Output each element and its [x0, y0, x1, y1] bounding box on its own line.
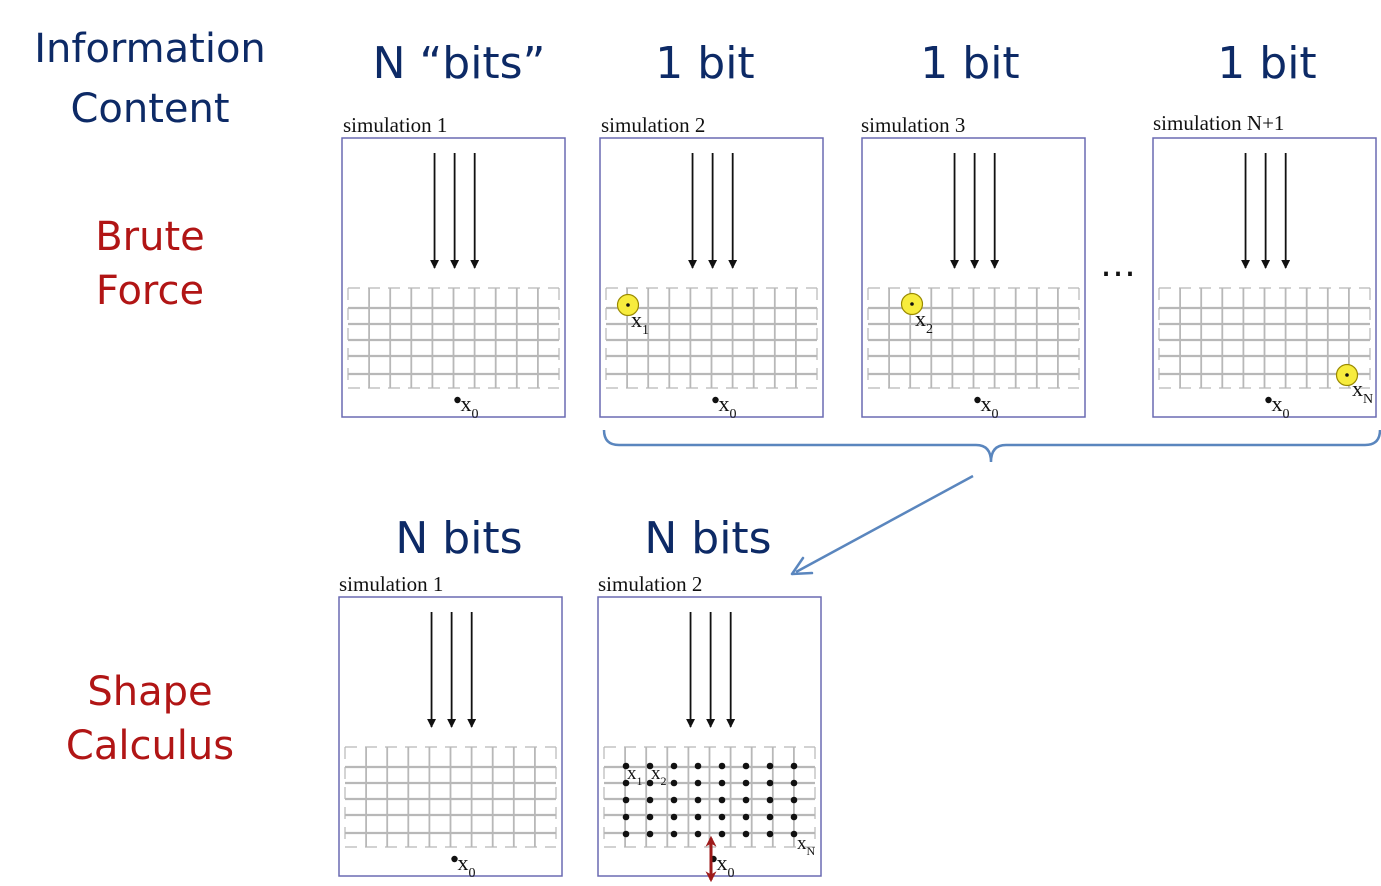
heading-shape-simulation-2: N bits — [644, 513, 771, 564]
heading-simulation-2: 1 bit — [655, 38, 754, 89]
probe-point — [670, 779, 678, 787]
probe-point — [646, 830, 654, 838]
curly-brace-icon — [602, 429, 1381, 463]
probe-point — [694, 796, 702, 804]
simulation-title: simulation 1 — [339, 572, 443, 596]
shape-calculus-label-line-1: Shape — [87, 669, 212, 715]
probe-point — [670, 830, 678, 838]
ellipsis-icon: … — [1100, 244, 1136, 285]
probe-point — [790, 830, 798, 838]
header-line-2: Content — [70, 86, 229, 132]
probe-point — [694, 813, 702, 821]
probe-point — [766, 796, 774, 804]
observer-point — [712, 396, 719, 404]
probe-point — [622, 813, 630, 821]
observer-point — [1265, 396, 1272, 404]
probe-label: xN — [797, 833, 816, 858]
probe-point — [646, 813, 654, 821]
probe-point — [694, 830, 702, 838]
probe-point — [622, 762, 630, 770]
observer-label: x0 — [981, 391, 999, 422]
probe-point — [790, 796, 798, 804]
simulation-title: simulation 3 — [861, 113, 965, 137]
observer-label: x0 — [719, 391, 737, 422]
probe-center — [626, 303, 630, 307]
probe-point — [742, 796, 750, 804]
probe-label: x2 — [915, 306, 933, 337]
shape-calculus-label-line-2: Calculus — [66, 723, 234, 769]
probe-label: x1 — [627, 763, 643, 788]
probe-label: xN — [1352, 376, 1373, 407]
probe-point — [670, 762, 678, 770]
probe-point — [766, 779, 774, 787]
probe-point — [694, 779, 702, 787]
simulation-panel: x0 — [338, 596, 563, 881]
heading-simulation-3: 1 bit — [920, 38, 1019, 89]
probe-point — [790, 813, 798, 821]
probe-center — [1345, 373, 1349, 377]
probe-point — [742, 830, 750, 838]
grid — [1158, 287, 1371, 389]
heading-shape-simulation-1: N bits — [395, 513, 522, 564]
probe-point — [718, 779, 726, 787]
probe-point — [718, 762, 726, 770]
diagonal-arrow-icon — [795, 474, 974, 574]
simulation-panel: x0 x1 — [599, 137, 824, 422]
probe-point — [694, 762, 702, 770]
simulation-panel: x0 xN — [1152, 137, 1377, 422]
probe-center — [910, 302, 914, 306]
probe-point — [646, 762, 654, 770]
simulation-title: simulation 2 — [598, 572, 702, 596]
probe-point — [766, 813, 774, 821]
probe-point — [718, 830, 726, 838]
probe-point — [718, 813, 726, 821]
probe-point — [790, 762, 798, 770]
probe-point — [742, 779, 750, 787]
brute-force-label-line-2: Force — [96, 268, 204, 314]
probe-label: x1 — [631, 307, 649, 338]
grid — [344, 746, 557, 848]
probe-point — [766, 830, 774, 838]
probe-point — [670, 813, 678, 821]
simulation-title: simulation 2 — [601, 113, 705, 137]
grid — [867, 287, 1080, 389]
brute-force-label-line-1: Brute — [95, 214, 205, 260]
probe-point — [622, 830, 630, 838]
header-line-1: Information — [34, 26, 266, 72]
probe-point — [718, 796, 726, 804]
probe-point — [742, 762, 750, 770]
probe-point — [670, 796, 678, 804]
simulation-title: simulation 1 — [343, 113, 447, 137]
probe-point — [646, 796, 654, 804]
observer-point — [974, 396, 981, 404]
simulation-panel: x0 — [341, 137, 566, 422]
observer-label: x0 — [461, 391, 479, 422]
observer-point — [454, 396, 461, 404]
diagonal-arrow-head — [790, 556, 814, 576]
probe-point — [766, 762, 774, 770]
heading-simulation-1: N “bits” — [373, 38, 546, 89]
probe-point — [622, 796, 630, 804]
probe-point — [622, 779, 630, 787]
probe-point — [790, 779, 798, 787]
probe-point — [646, 779, 654, 787]
observer-point — [451, 855, 458, 863]
observer-label: x0 — [1272, 391, 1290, 422]
observer-label: x0 — [717, 850, 735, 881]
simulation-panel: x0 x1 x2 xN — [597, 596, 822, 883]
probe-point — [742, 813, 750, 821]
probe-label: x2 — [651, 763, 667, 788]
simulation-panel: x0 x2 — [861, 137, 1086, 422]
grid — [605, 287, 818, 389]
grid — [347, 287, 560, 389]
simulation-title: simulation N+1 — [1153, 111, 1284, 135]
observer-label: x0 — [458, 850, 476, 881]
heading-simulation-n-plus-1: 1 bit — [1217, 38, 1316, 89]
